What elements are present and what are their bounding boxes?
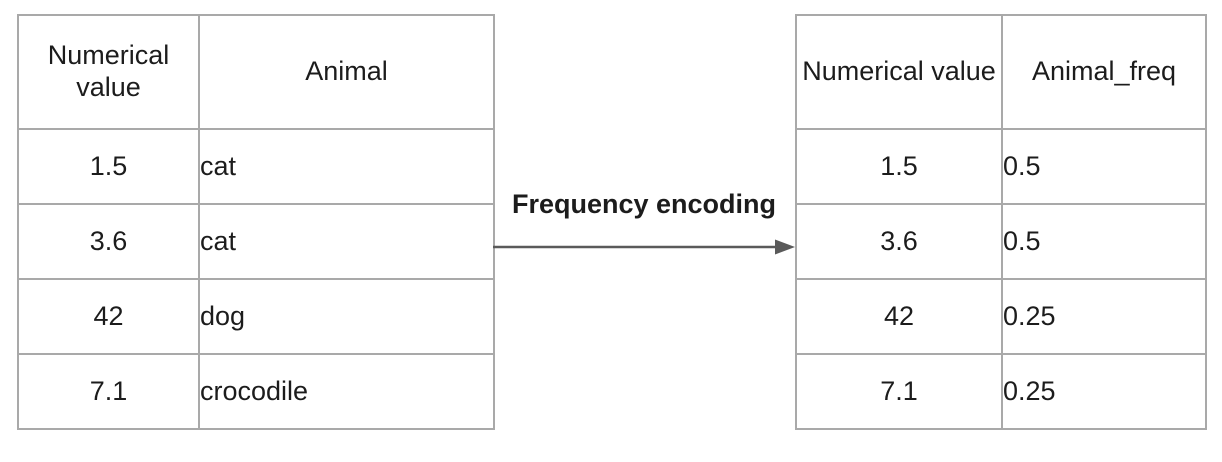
arrow-head [775,239,795,255]
header-row: Numerical value Animal [17,14,495,130]
table-row: 1.5 0.5 [795,128,1207,205]
cell-numerical-value: 42 [17,278,200,355]
cell-animal: dog [198,278,495,355]
cell-animal: cat [198,203,495,280]
cell-numerical-value: 3.6 [17,203,200,280]
column-header-numerical-value: Numerical value [795,14,1003,130]
source-table: Numerical value Animal 1.5 cat 3.6 cat 4… [17,14,495,430]
table-row: 3.6 0.5 [795,203,1207,280]
cell-numerical-value: 1.5 [795,128,1003,205]
cell-animal: crocodile [198,353,495,430]
table-row: 3.6 cat [17,203,495,280]
table-row: 7.1 crocodile [17,353,495,430]
table-row: 7.1 0.25 [795,353,1207,430]
right-arrow-icon [493,239,795,255]
cell-animal-freq: 0.5 [1001,128,1207,205]
cell-numerical-value: 1.5 [17,128,200,205]
cell-animal: cat [198,128,495,205]
table-row: 42 0.25 [795,278,1207,355]
cell-numerical-value: 7.1 [795,353,1003,430]
table-row: 42 dog [17,278,495,355]
table-row: 1.5 cat [17,128,495,205]
header-row: Numerical value Animal_freq [795,14,1207,130]
cell-animal-freq: 0.25 [1001,278,1207,355]
column-header-numerical-value: Numerical value [17,14,200,130]
cell-animal-freq: 0.25 [1001,353,1207,430]
column-header-animal: Animal [198,14,495,130]
arrow-label: Frequency encoding [511,189,777,219]
encoded-table: Numerical value Animal_freq 1.5 0.5 3.6 … [795,14,1207,430]
cell-numerical-value: 3.6 [795,203,1003,280]
cell-numerical-value: 7.1 [17,353,200,430]
column-header-animal-freq: Animal_freq [1001,14,1207,130]
cell-numerical-value: 42 [795,278,1003,355]
cell-animal-freq: 0.5 [1001,203,1207,280]
